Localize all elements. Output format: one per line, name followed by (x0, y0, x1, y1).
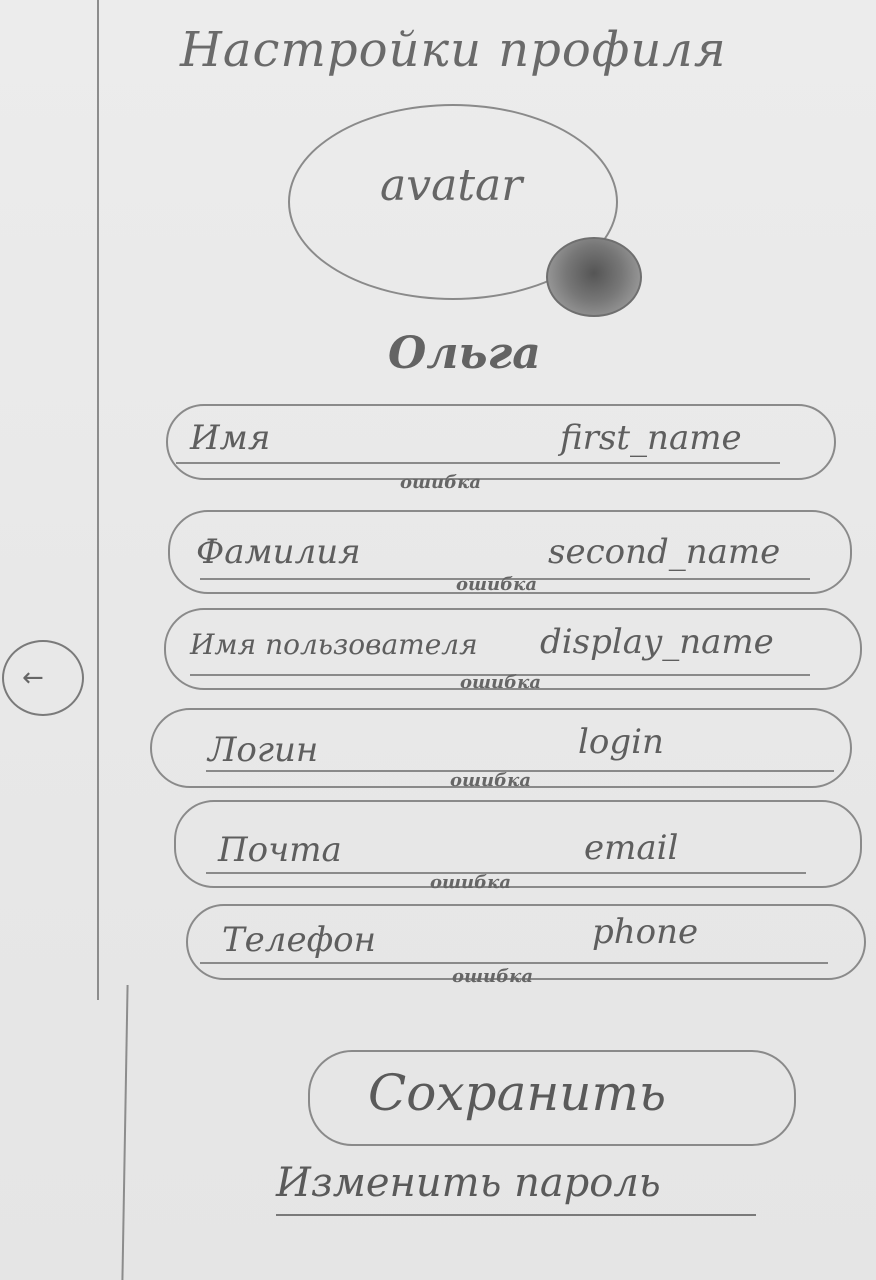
phone-error: ошибка (452, 966, 533, 987)
login-error: ошибка (450, 770, 531, 791)
second-name-input[interactable]: second_name (548, 532, 781, 572)
sidebar-divider (97, 0, 99, 1000)
phone-field[interactable] (186, 904, 866, 980)
email-field[interactable] (174, 800, 862, 888)
avatar-label: avatar (380, 160, 523, 211)
profile-display-name: Ольга (388, 328, 541, 379)
save-button[interactable] (308, 1050, 796, 1146)
email-label: Почта (218, 830, 342, 870)
login-underline (206, 770, 834, 772)
email-error: ошибка (430, 872, 511, 893)
display-name-error: ошибка (460, 672, 541, 693)
login-label: Логин (208, 730, 319, 770)
change-password-underline (276, 1214, 756, 1216)
login-field[interactable] (150, 708, 852, 788)
first-name-error: ошибка (400, 472, 481, 493)
first-name-label: Имя (190, 418, 271, 458)
display-name-underline (190, 674, 810, 676)
change-password-link[interactable]: Изменить пароль (276, 1160, 661, 1206)
first-name-underline (176, 462, 780, 464)
display-name-label: Имя пользователя (190, 628, 478, 661)
first-name-input[interactable]: first_name (560, 418, 742, 458)
save-button-label: Сохранить (368, 1064, 667, 1122)
camera-icon[interactable] (546, 237, 642, 317)
phone-label: Телефон (222, 920, 377, 960)
back-button[interactable]: ← (2, 640, 84, 716)
second-name-error: ошибка (456, 574, 537, 595)
second-name-field[interactable] (168, 510, 852, 594)
phone-underline (200, 962, 828, 964)
first-name-field[interactable] (166, 404, 836, 480)
email-underline (206, 872, 806, 874)
arrow-left-icon: ← (22, 663, 44, 693)
display-name-field[interactable] (164, 608, 862, 690)
second-name-underline (200, 578, 810, 580)
login-input[interactable]: login (578, 722, 664, 762)
page-title: Настройки профиля (180, 22, 727, 78)
second-name-label: Фамилия (196, 532, 361, 572)
display-name-input[interactable]: display_name (540, 622, 774, 662)
phone-input[interactable]: phone (592, 912, 699, 952)
avatar[interactable] (288, 104, 618, 300)
email-input[interactable]: email (584, 828, 679, 868)
